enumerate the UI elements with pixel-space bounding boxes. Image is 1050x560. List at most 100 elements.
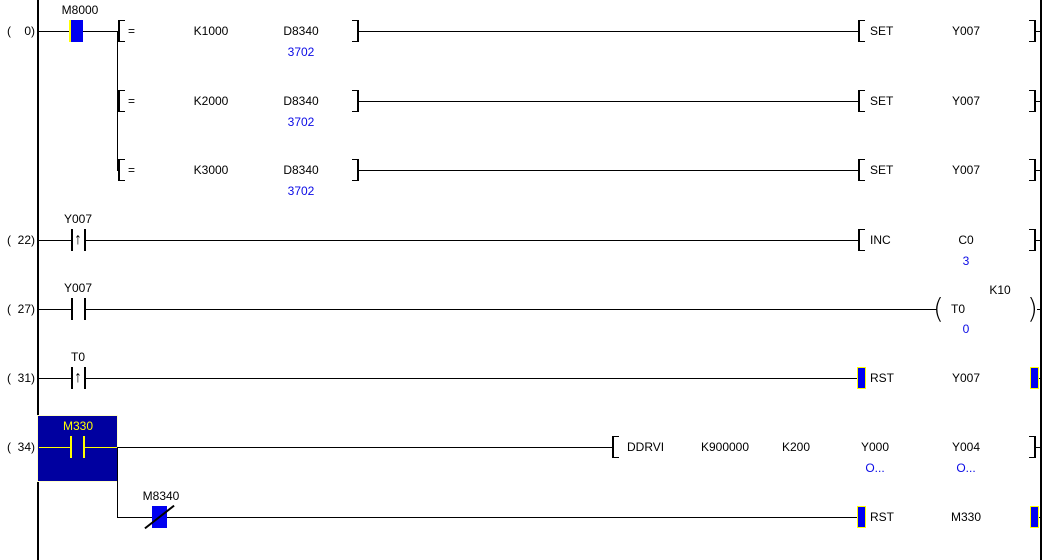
step-number-0: ( 0) [6,24,35,38]
operand[interactable]: D8340 [283,163,319,177]
wire-h [1036,101,1041,102]
wire-h [1039,378,1041,379]
operand[interactable]: K1000 [193,24,229,38]
contact-bar[interactable] [84,298,86,320]
coil-close-icon: ) [1027,292,1038,325]
operand[interactable]: Y007 [951,371,981,385]
active-bracket-close [1030,506,1039,528]
wire-h [118,517,152,518]
wire-h [167,517,857,518]
wire-h [86,378,857,379]
active-bracket-open [857,367,866,389]
instruction-mnemonic[interactable]: RST [870,371,894,385]
wire-h [359,31,858,32]
bracket-close [352,20,359,42]
compare-op[interactable]: = [128,94,136,108]
wire-h [1036,240,1041,241]
instruction-mnemonic[interactable]: SET [870,163,894,177]
bracket-close [352,90,359,112]
bracket-open [858,159,865,181]
wire-h [118,447,612,448]
power-rail-left [37,0,39,560]
contact-label: M330 [62,419,94,433]
compare-op[interactable]: = [128,24,136,38]
wire-h [1039,517,1041,518]
step-number-27: ( 27) [6,302,35,316]
bracket-close [1029,159,1036,181]
bracket-open [858,229,865,251]
contact-label: M8000 [61,3,99,17]
contact-bar[interactable] [71,367,73,389]
monitor-value: 3702 [287,184,315,198]
bracket-open [858,90,865,112]
step-number-34: ( 34) [6,440,35,454]
coil-device[interactable]: T0 [951,302,966,316]
contact-label: M8340 [142,489,180,503]
operand[interactable]: Y007 [951,163,981,177]
power-rail-right [1040,0,1042,560]
wire-h [83,31,117,32]
wire-h [1037,309,1041,310]
wire-h [86,309,937,310]
instruction-mnemonic[interactable]: RST [870,510,894,524]
compare-op[interactable]: = [128,163,136,177]
operand[interactable]: K2000 [193,94,229,108]
contact-bar[interactable] [84,367,86,389]
instruction-mnemonic[interactable]: DDRVI [627,440,665,454]
contact-label: Y007 [63,212,93,226]
bracket-open [118,159,125,181]
bracket-open [118,20,125,42]
timer-preset: K10 [989,283,1011,297]
contact-label: Y007 [63,281,93,295]
contact-bar[interactable] [70,436,72,458]
contact-m8000-energized[interactable] [69,20,83,42]
operand[interactable]: K900000 [700,440,750,454]
contact-bar[interactable] [84,229,86,251]
operand[interactable]: Y004 [951,440,981,454]
operand[interactable]: C0 [958,233,974,247]
wire-h [1036,447,1041,448]
wire-h-selected [85,447,117,448]
monitor-value: 3702 [287,45,315,59]
bracket-open [858,20,865,42]
wire-h [86,240,858,241]
instruction-mnemonic[interactable]: SET [870,24,894,38]
wire-h [359,170,858,171]
bracket-close [1029,436,1036,458]
branch-wire-v [117,447,118,518]
instruction-mnemonic[interactable]: INC [870,233,891,247]
wire-h [39,240,71,241]
operand[interactable]: M330 [950,510,982,524]
operand[interactable]: D8340 [283,94,319,108]
monitor-value: 0 [962,322,970,336]
wire-h [1036,170,1041,171]
bracket-close [352,159,359,181]
operand[interactable]: Y007 [951,94,981,108]
instruction-mnemonic[interactable]: SET [870,94,894,108]
wire-h [359,101,858,102]
contact-bar[interactable] [83,436,85,458]
wire-h-selected [39,447,70,448]
wire-h [39,31,69,32]
contact-bar[interactable] [71,298,73,320]
operand[interactable]: Y000 [860,440,890,454]
monitor-value: 3702 [287,115,315,129]
step-number-31: ( 31) [6,371,35,385]
operand[interactable]: D8340 [283,24,319,38]
active-bracket-open [857,506,866,528]
step-number-22: ( 22) [6,233,35,247]
rising-edge-icon: ↑ [74,369,82,386]
operand[interactable]: K3000 [193,163,229,177]
operand[interactable]: Y007 [951,24,981,38]
bracket-close [1029,20,1036,42]
active-bracket-close [1030,367,1039,389]
operand[interactable]: K200 [781,440,811,454]
monitor-value: O... [956,461,976,475]
coil-open-icon: ( [933,292,944,325]
contact-bar[interactable] [71,229,73,251]
contact-label: T0 [70,350,86,364]
monitor-value: 3 [962,254,970,268]
branch-wire-v [117,31,118,171]
bracket-open [612,436,619,458]
